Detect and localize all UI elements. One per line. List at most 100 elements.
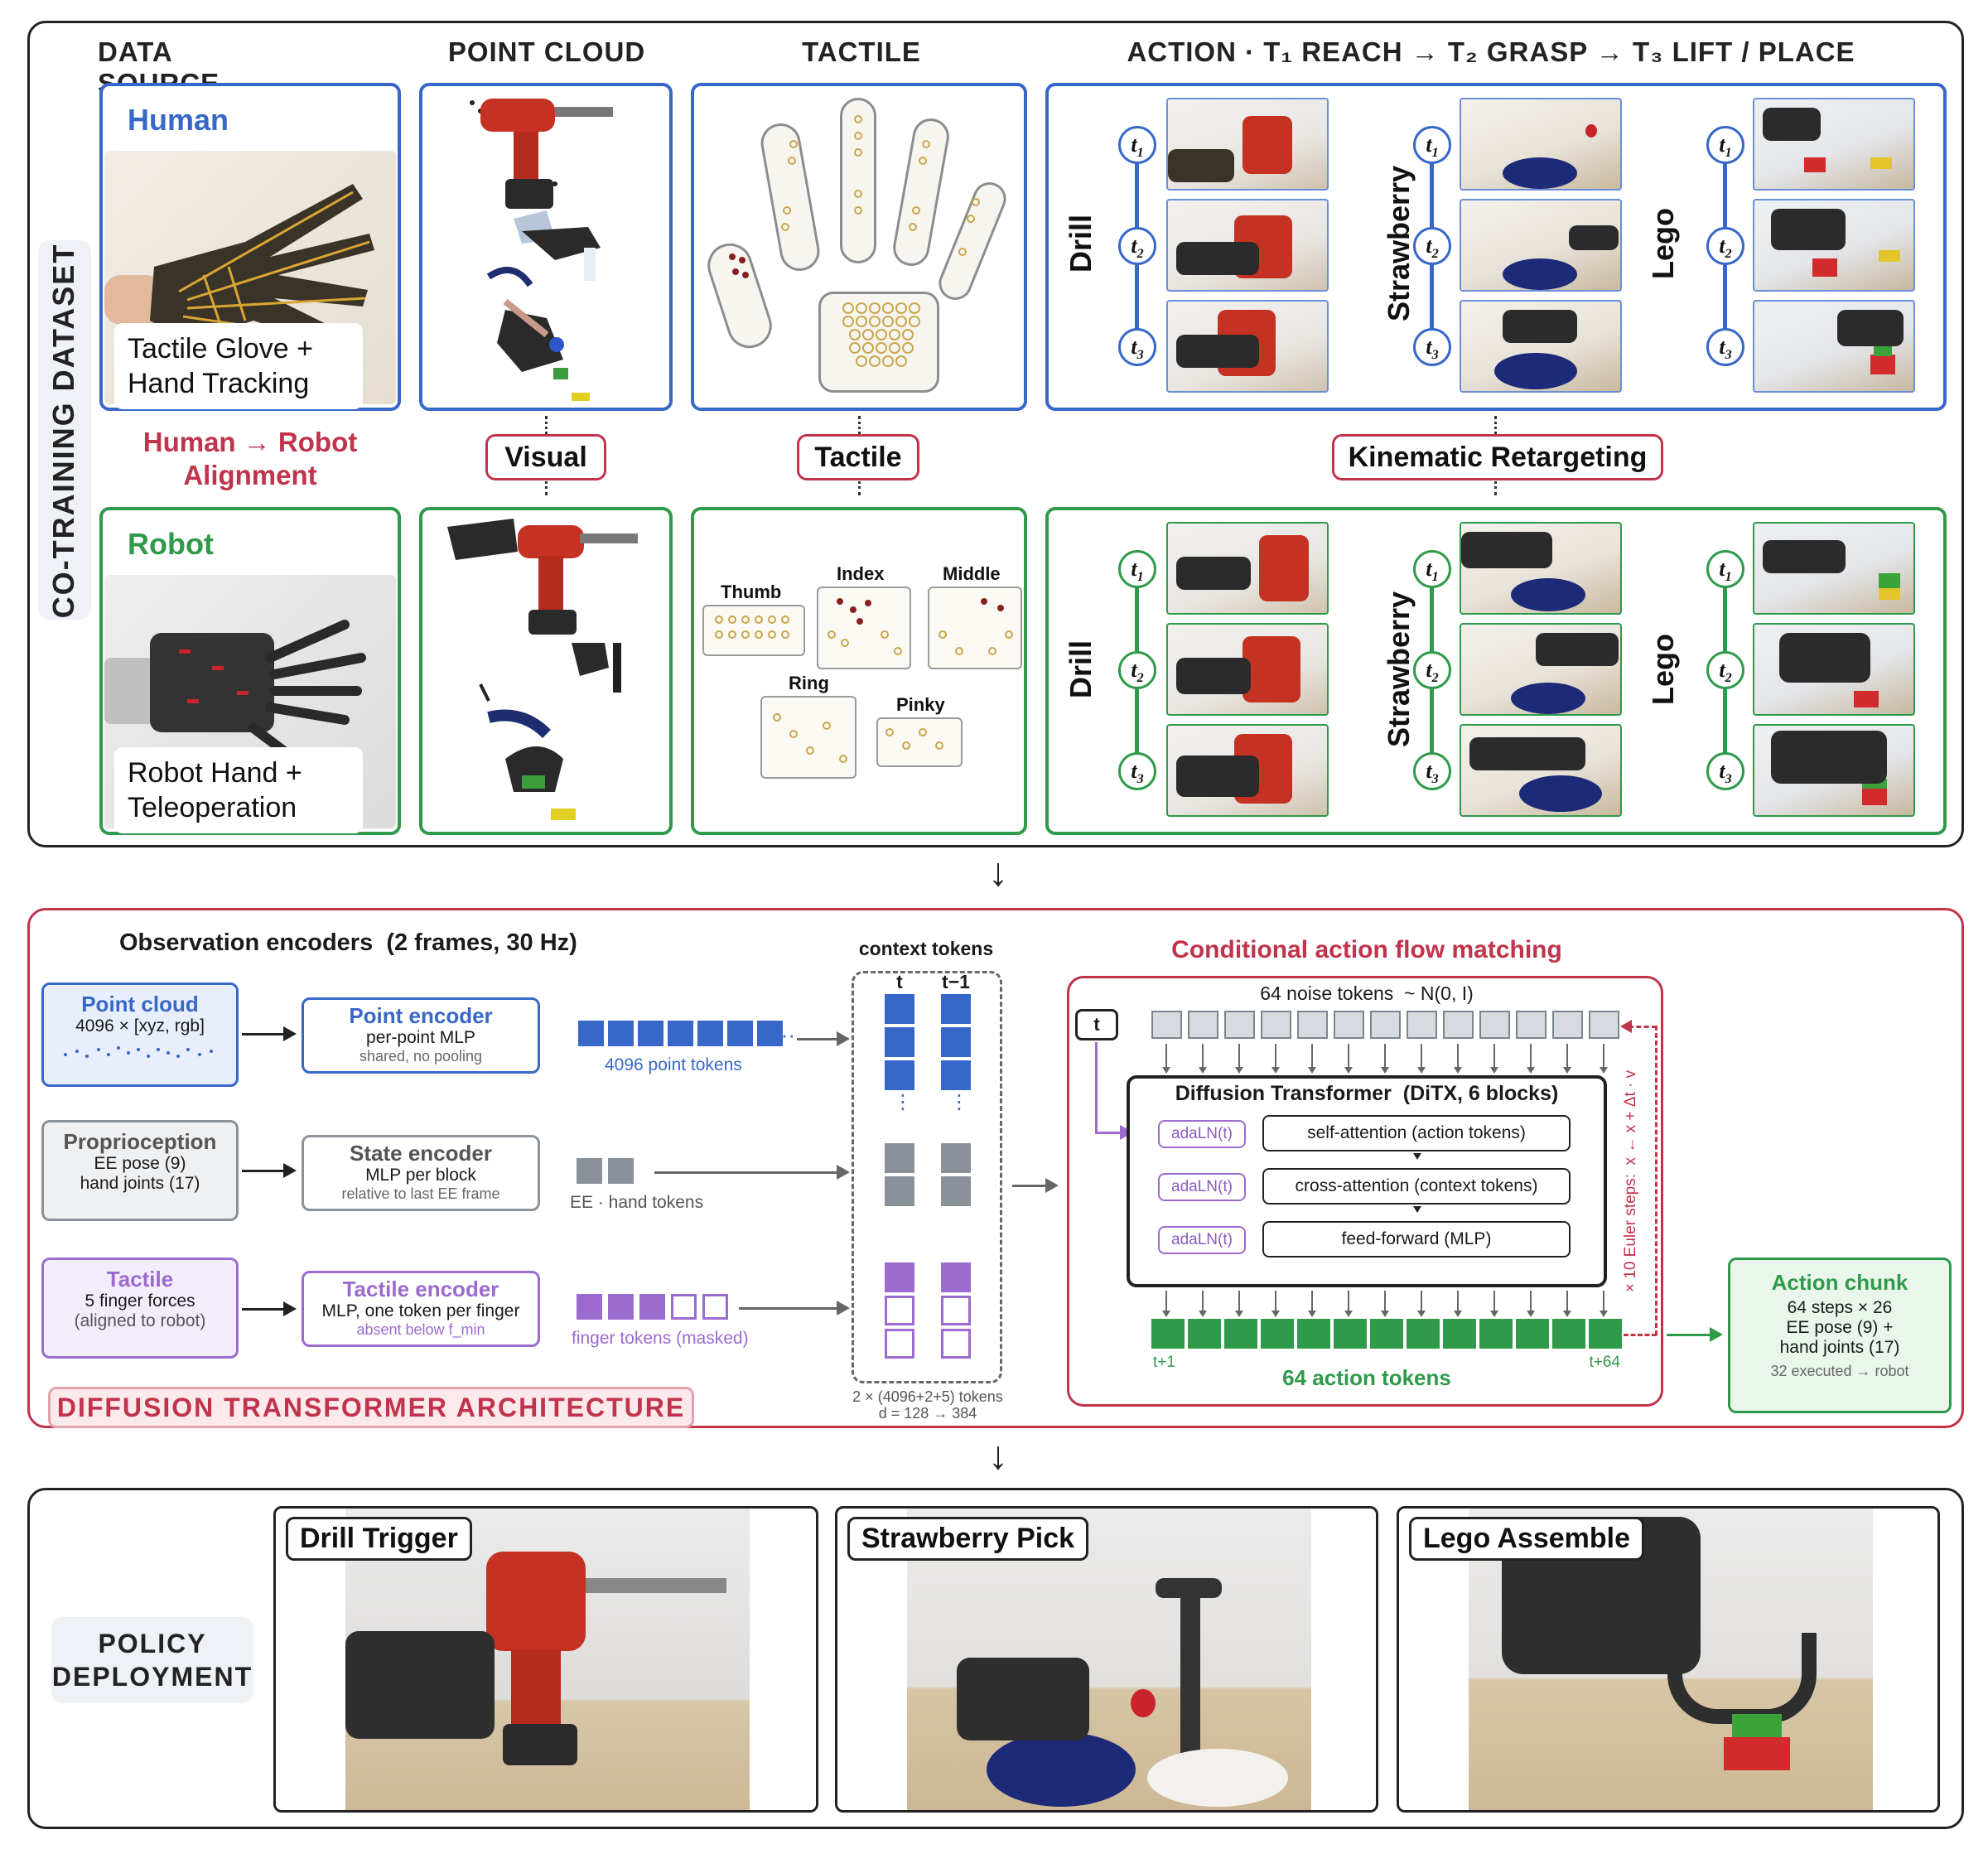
- context-point-token-t: [885, 1060, 914, 1090]
- robot-drill-frame-3: [1166, 724, 1329, 817]
- arrow-finger-tokens-to-context: [739, 1307, 840, 1310]
- context-state-token-t1: [941, 1176, 971, 1206]
- state-encoder-title: State encoder: [350, 1141, 492, 1166]
- robot-drill-frame-1: [1166, 522, 1329, 615]
- arrow-state-tokens-to-context: [654, 1171, 840, 1174]
- point-token: [638, 1021, 663, 1046]
- action-token: [1297, 1319, 1330, 1349]
- context-footnote: 2 × (4096+2+5) tokens d = 128 → 384: [828, 1388, 1027, 1422]
- input-proprio-title: Proprioception: [63, 1129, 217, 1154]
- arrow-to-action-chunk: [1667, 1334, 1711, 1336]
- point-tokens-label: 4096 point tokens: [605, 1055, 742, 1074]
- action-token: [1370, 1319, 1403, 1349]
- lego-red-brick: [1724, 1737, 1790, 1770]
- robot-source-card: Robot Robot Hand + Teleoperation: [99, 507, 401, 835]
- self-attention-block: self-attention (action tokens): [1262, 1115, 1571, 1151]
- context-tokens-title: context tokens: [858, 938, 994, 959]
- point-encoder: Point encoder per-point MLP shared, no p…: [302, 997, 540, 1074]
- robot-tactile-middle-pad: [928, 587, 1022, 669]
- point-token: [578, 1021, 604, 1046]
- context-state-token-t: [885, 1176, 914, 1206]
- robot-hand-body: [345, 1631, 495, 1739]
- alignment-label: Human → Robot Alignment: [116, 426, 384, 492]
- robot-lego-t2: t2: [1706, 651, 1744, 689]
- noise-token: [1552, 1011, 1583, 1039]
- robot-tactile-ring-label: Ring: [789, 673, 829, 693]
- input-tactile-title: Tactile: [106, 1267, 174, 1291]
- blue-bowl: [987, 1732, 1136, 1807]
- deployment-lego-card: Lego Assemble: [1397, 1506, 1940, 1813]
- input-tactile-line2: (aligned to robot): [74, 1311, 206, 1330]
- human-lego-t2: t2: [1706, 227, 1744, 265]
- drill-battery: [503, 1724, 577, 1765]
- robot-strawberry-t1: t1: [1413, 550, 1451, 588]
- human-strawberry-t3: t3: [1413, 328, 1451, 366]
- noise-token: [1589, 1011, 1619, 1039]
- point-encoder-line1: per-point MLP: [366, 1028, 475, 1047]
- tactile-encoder-title: Tactile encoder: [342, 1277, 499, 1301]
- robot-drill-t1: t1: [1118, 550, 1156, 588]
- robot-tactile-thumb-label: Thumb: [721, 582, 782, 602]
- deployment-drill-card: Drill Trigger: [273, 1506, 818, 1813]
- robot-tactile-ring-pad: [760, 696, 856, 779]
- context-col-t: t: [896, 971, 903, 992]
- action-token: [1407, 1319, 1440, 1349]
- noise-token: [1151, 1011, 1182, 1039]
- robot-tactile-index-pad: [817, 587, 911, 669]
- human-point-cloud-render: [470, 99, 613, 401]
- arrowhead-pc: [283, 1026, 297, 1041]
- point-token: [757, 1021, 783, 1046]
- point-token: [727, 1021, 753, 1046]
- human-lego-t3: t3: [1706, 328, 1744, 366]
- robot-tactile-thumb-pad: [702, 605, 805, 656]
- robot-drill-t2: t2: [1118, 651, 1156, 689]
- robot-tactile-pinky-label: Pinky: [896, 694, 945, 715]
- context-vdots-t1: ⋮: [949, 1091, 969, 1113]
- robot-lego-frame-2: [1753, 623, 1915, 716]
- adaln-feed-forward: adaLN(t): [1158, 1226, 1246, 1254]
- human-lego-frame-3: [1753, 300, 1915, 393]
- glove-taxel-dots: [729, 115, 980, 367]
- action-chunk-line3: hand joints (17): [1779, 1338, 1900, 1357]
- context-point-token-t1: [941, 1060, 971, 1090]
- arrow-pc-to-encoder: [242, 1033, 285, 1036]
- point-encoder-line2: shared, no pooling: [359, 1048, 483, 1065]
- arrow-context-to-flow: [1012, 1185, 1047, 1187]
- context-point-token-t: [885, 1027, 914, 1057]
- strawberry: [1131, 1689, 1156, 1717]
- tactile-encoder-line1: MLP, one token per finger: [321, 1301, 520, 1320]
- action-chunk-line2: EE pose (9) +: [1786, 1318, 1894, 1337]
- finger-token-masked: [702, 1294, 728, 1320]
- human-caption: Tactile Glove + Hand Tracking: [114, 323, 363, 409]
- input-proprioception: Proprioception EE pose (9) hand joints (…: [41, 1120, 239, 1221]
- arrow-tactile-to-encoder: [242, 1308, 285, 1311]
- action-token: [1334, 1319, 1367, 1349]
- cross-attention-block: cross-attention (context tokens): [1262, 1168, 1571, 1205]
- arrowhead-state-ctx: [837, 1165, 850, 1180]
- tactile-pill: Tactile: [797, 434, 919, 480]
- point-token: [697, 1021, 723, 1046]
- human-caption-line2: Hand Tracking: [128, 368, 310, 399]
- arrowhead-finger-ctx: [837, 1301, 850, 1316]
- noise-token: [1443, 1011, 1474, 1039]
- context-finger-token-t: [885, 1329, 914, 1359]
- human-drill-frame-1: [1166, 98, 1329, 191]
- robot-drill-t3: t3: [1118, 752, 1156, 790]
- noise-token: [1261, 1011, 1291, 1039]
- action-chunk-title: Action chunk: [1771, 1270, 1908, 1295]
- state-encoder-line1: MLP per block: [365, 1166, 476, 1185]
- human-source-card: Human Tactile Glove + Hand Tracking: [99, 83, 401, 411]
- human-tactile-card: [691, 83, 1027, 411]
- obs-encoders-title: Observation encoders (2 frames, 30 Hz): [119, 929, 577, 956]
- noise-tokens-label: 64 noise tokens ~ N(0, I): [1260, 982, 1474, 1004]
- robot-lego-t1: t1: [1706, 550, 1744, 588]
- human-task-drill-label: Drill: [1064, 215, 1098, 273]
- stand-pole: [1180, 1583, 1200, 1774]
- noise-token: [1407, 1011, 1437, 1039]
- glove-finger-middle: [840, 98, 876, 263]
- context-state-token-t1: [941, 1143, 971, 1173]
- action-token-end-label: t+64: [1589, 1354, 1620, 1371]
- time-input-box: t: [1075, 1009, 1118, 1040]
- context-finger-token-t1: [941, 1262, 971, 1292]
- human-drill-t2: t2: [1118, 227, 1156, 265]
